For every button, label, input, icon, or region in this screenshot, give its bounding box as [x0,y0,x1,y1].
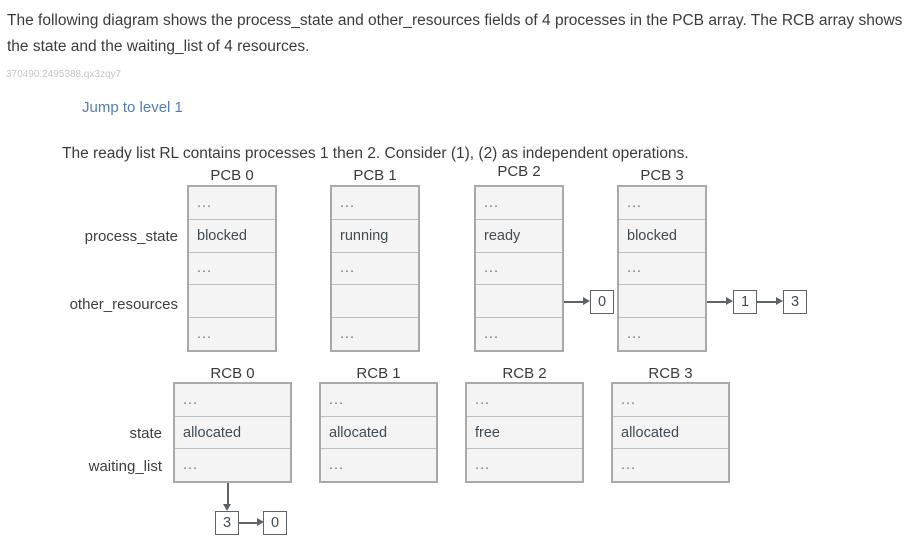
rcb-0-state-cell: allocated [175,415,290,449]
pcb-3-pointer-line-icon [707,301,727,303]
rcb-3-row-0: ... [621,391,637,408]
rcb-1-box: ... allocated ... [319,382,438,483]
pcb-3-other-resources-cell [619,284,705,317]
rcb-2-header: RCB 2 [502,365,547,382]
pcb-3-process-state-cell: blocked [619,218,705,252]
pcb-2-header: PCB 2 [497,163,541,180]
pcb-1-row-0: ... [340,194,356,211]
pcb-3-pointer-node-0: 1 [733,290,757,314]
label-process-state: process_state [84,228,178,245]
label-other-resources: other_resources [69,296,178,313]
pcb-3-row-4: ... [619,317,705,350]
pcb-0-row-0: ... [197,194,213,211]
pcb-3-row-0: ... [627,194,643,211]
prompt-text: The ready list RL contains processes 1 t… [62,145,689,162]
rcb-2-box: ... free ... [465,382,584,483]
pcb-0-row-2: ... [189,251,275,285]
pcb-1-row-2: ... [332,251,418,285]
pcb-0-process-state-cell: blocked [189,218,275,252]
rcb-3-box: ... allocated ... [611,382,730,483]
rcb-0-header: RCB 0 [210,365,255,382]
rcb-0-waiting-node-1: 0 [263,511,287,535]
pcb-1-row-4: ... [332,317,418,350]
pcb-1-header: PCB 1 [353,167,397,184]
rcb-0-waiting-node-0: 3 [215,511,239,535]
intro-text: The following diagram shows the process_… [7,8,912,60]
rcb-1-header: RCB 1 [356,365,401,382]
rcb-0-row-0: ... [183,391,199,408]
label-waiting-list: waiting_list [88,458,162,475]
rcb-1-state-cell: allocated [321,415,436,449]
pcb-2-pointer-arrowhead-icon [583,297,590,305]
rcb-2-row-0: ... [475,391,491,408]
pcb-0-other-resources-cell [189,284,275,317]
pcb-3-pointer-node-1: 3 [783,290,807,314]
rcb-2-waiting-list-cell: ... [467,448,582,481]
rcb-2-state-cell: free [467,415,582,449]
pcb-2-row-0: ... [484,194,500,211]
rcb-0-waiting-line-2-icon [239,522,258,524]
pcb-2-row-2: ... [476,251,562,285]
pcb-3-pointer-arrowhead-2-icon [776,297,783,305]
rcb-3-header: RCB 3 [648,365,693,382]
pcb-0-row-4: ... [189,317,275,350]
rcb-0-waiting-list-cell: ... [175,448,290,481]
rcb-0-waiting-arrowhead-2-icon [257,518,264,526]
rcb-3-state-cell: allocated [613,415,728,449]
rcb-1-row-0: ... [329,391,345,408]
pcb-0-box: ... blocked ... ... [187,185,277,352]
pcb-1-other-resources-cell [332,284,418,317]
intro-line-1: The following diagram shows the process_… [7,12,903,29]
rcb-0-box: ... allocated ... [173,382,292,483]
pcb-2-box: ... ready ... ... [474,185,564,352]
pcb-0-header: PCB 0 [210,167,254,184]
pcb-1-box: ... running ... ... [330,185,420,352]
rcb-0-waiting-line-icon [227,483,229,505]
pcb-3-pointer-arrowhead-icon [726,297,733,305]
pcb-2-pointer-node-0: 0 [590,290,614,314]
rcb-1-waiting-list-cell: ... [321,448,436,481]
pcb-3-row-2: ... [619,251,705,285]
pcb-2-process-state-cell: ready [476,218,562,252]
pcb-1-process-state-cell: running [332,218,418,252]
activity-id: 370490.2495388.qx3zqy7 [6,69,122,80]
pcb-2-row-4: ... [476,317,562,350]
label-state: state [129,425,162,442]
intro-line-2: the state and the waiting_list of 4 reso… [7,38,310,55]
pcb-2-other-resources-cell [476,284,562,317]
pcb-2-pointer-line-icon [564,301,584,303]
rcb-3-waiting-list-cell: ... [613,448,728,481]
jump-to-level-link[interactable]: Jump to level 1 [82,99,183,116]
rcb-0-waiting-arrowhead-icon [223,504,231,511]
pcb-3-pointer-line-2-icon [757,301,777,303]
pcb-3-box: ... blocked ... ... [617,185,707,352]
pcb-3-header: PCB 3 [640,167,684,184]
